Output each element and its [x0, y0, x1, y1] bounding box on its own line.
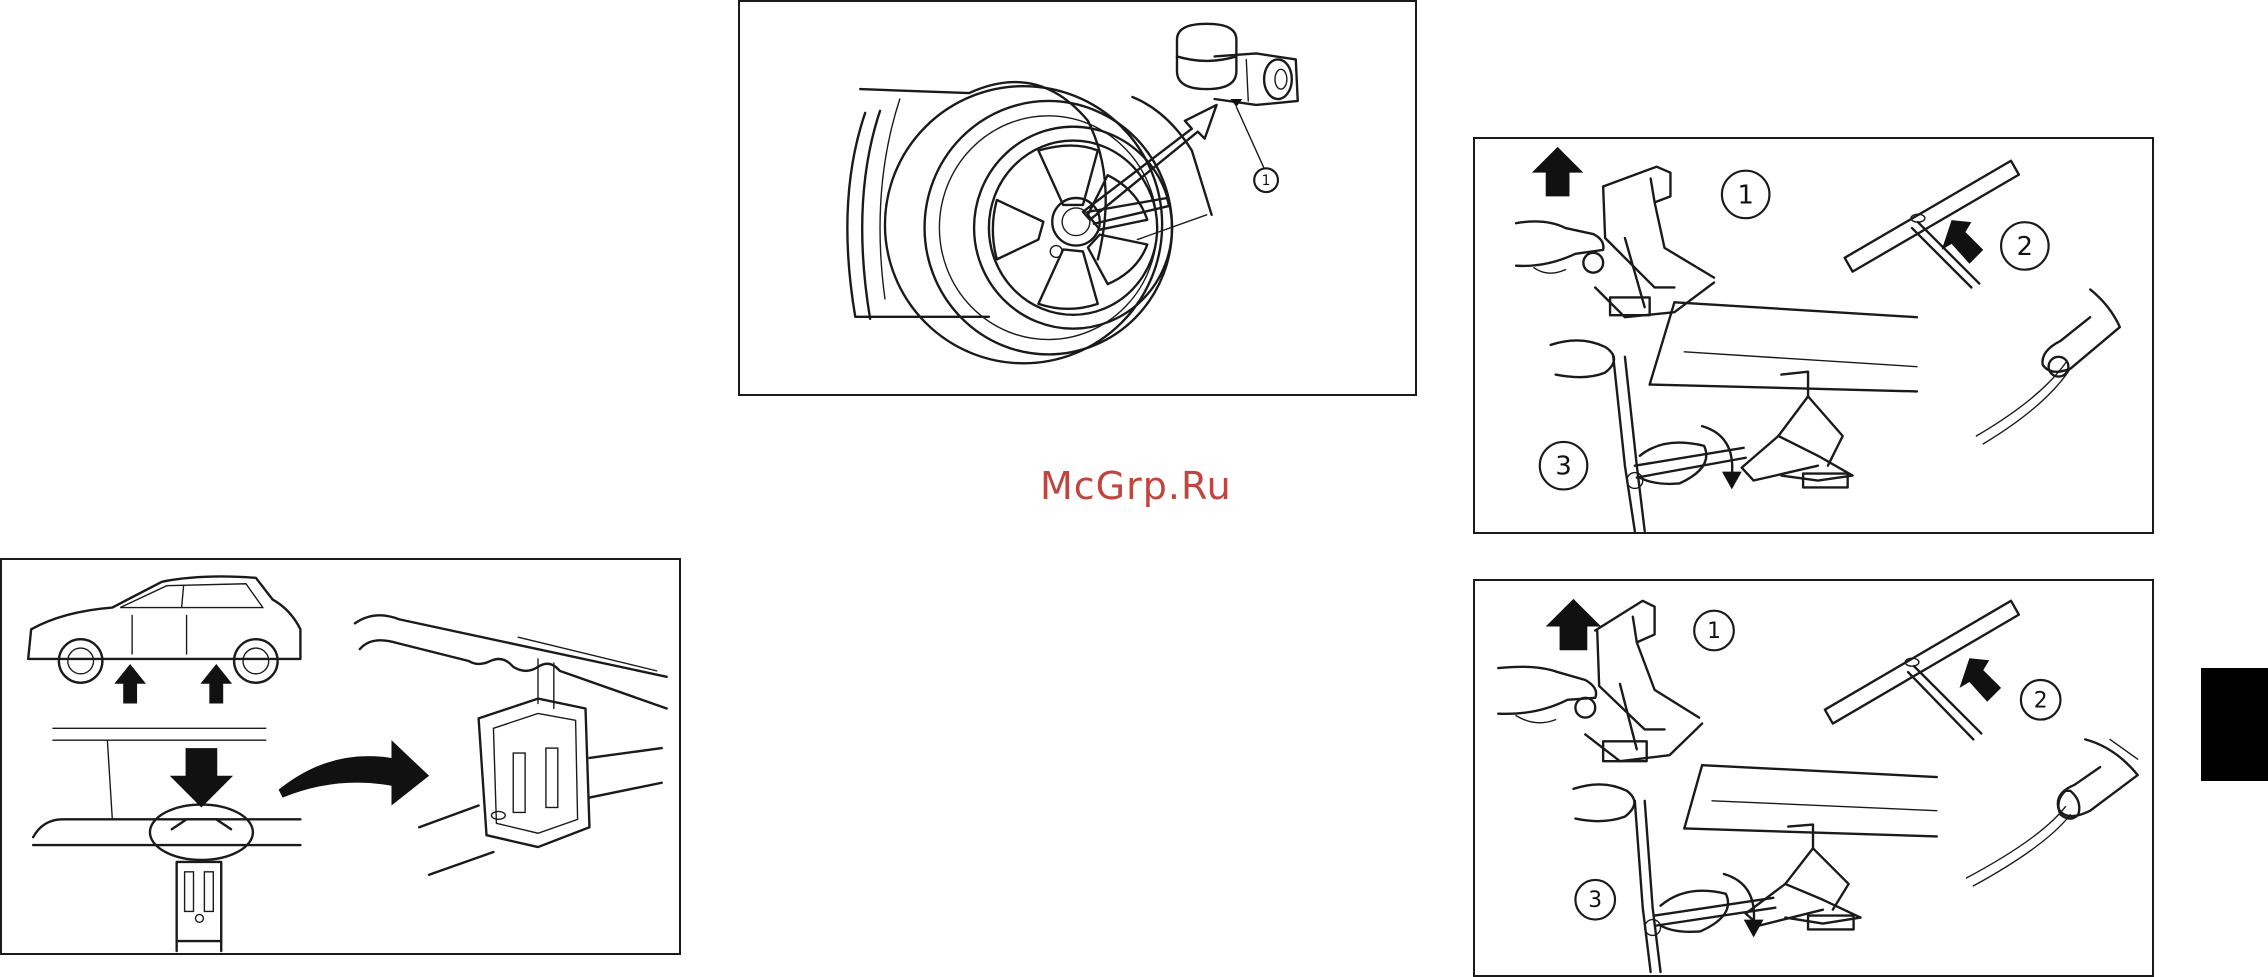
callout-2: 2: [2001, 222, 2049, 270]
svg-text:1: 1: [1738, 180, 1754, 210]
rotate-arrow-icon: [1702, 426, 1742, 489]
watermark-text: McGrp.Ru: [1040, 464, 1232, 508]
wheel-drawing: [885, 86, 1172, 363]
hand-turning-rod: [1573, 784, 1775, 972]
svg-text:3: 3: [1555, 452, 1571, 482]
svg-text:3: 3: [1588, 888, 1602, 913]
hook-detail: [1976, 289, 2120, 443]
up-arrow-icon: [1532, 147, 1583, 196]
callout-1: 1: [1694, 611, 1734, 651]
wheel-lock-drawing: 1: [740, 2, 1415, 394]
hook-detail: [1966, 739, 2137, 886]
hand-turning-rod: [1551, 340, 1746, 531]
callout-3: 3: [1540, 442, 1588, 490]
hand-holding-jack: [1498, 601, 1702, 761]
jack-rod-detail: [1845, 161, 2019, 288]
jack-head-detail: [177, 862, 222, 951]
jack-under-vehicle: [1746, 825, 1861, 930]
jack-operation-drawing-top: 1 2: [1475, 139, 2152, 532]
jack-point-drawing: [2, 560, 679, 953]
vehicle-silhouette: [28, 576, 300, 682]
vehicle-underside: [1650, 302, 1917, 391]
curved-arrow-icon: [279, 740, 429, 805]
lock-nut-key-icon: [1177, 24, 1298, 169]
arrow-icon: [1942, 220, 1984, 264]
jack-operation-illustration-bottom: 1 2: [1473, 579, 2154, 977]
sill-detail: [33, 728, 300, 860]
jack-operation-drawing-bottom: 1 2: [1475, 581, 2152, 975]
svg-text:1: 1: [1262, 173, 1271, 189]
up-arrow-icon: [1546, 599, 1601, 650]
down-arrow-icon: [170, 748, 233, 807]
jack-operation-illustration-top: 1 2: [1473, 137, 2154, 534]
wheel-lock-nut-illustration: 1: [738, 0, 1417, 396]
jack-point-closeup: [355, 615, 667, 875]
callout-3: 3: [1575, 880, 1615, 920]
callout-1: 1: [1254, 168, 1278, 192]
callout-2: 2: [2021, 680, 2061, 720]
callout-1: 1: [1722, 171, 1770, 219]
svg-text:2: 2: [2017, 232, 2033, 262]
jack-point-illustration: [0, 558, 681, 955]
svg-text:1: 1: [1707, 619, 1721, 644]
svg-text:2: 2: [2034, 688, 2048, 713]
up-arrow-icon: [114, 664, 232, 704]
jack-rod-detail: [1825, 601, 2019, 740]
section-tab-marker: [2201, 668, 2268, 781]
arrow-icon: [1960, 658, 2002, 702]
